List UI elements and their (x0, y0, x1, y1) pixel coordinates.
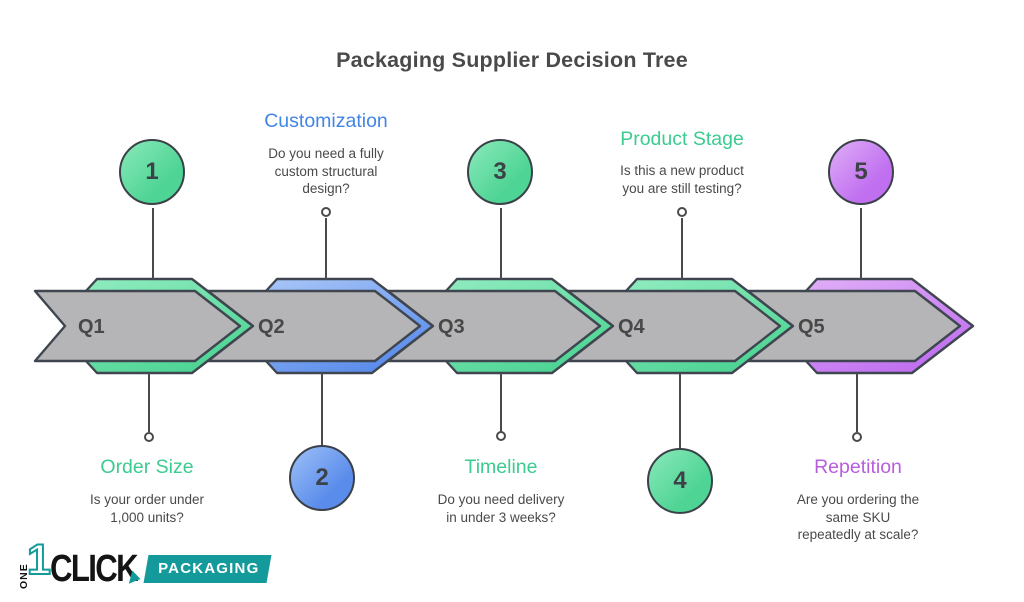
connector-ring-order-size (144, 432, 154, 442)
connector-ring-product-stage (677, 207, 687, 217)
logo-one-block: 1 ONE (18, 538, 52, 592)
branch-question-customization: Do you need a fully custom structural de… (268, 146, 384, 196)
connector-ring-timeline (496, 431, 506, 441)
step-circle-2: 2 (289, 445, 355, 511)
arrow-label-q1: Q1 (78, 316, 105, 338)
one-click-packaging-logo: 1 ONE CLICK PACKAGING (18, 538, 272, 594)
connector-line-product-stage (681, 218, 683, 280)
branch-question-product-stage: Is this a new product you are still test… (620, 163, 744, 196)
logo-click-label: CLICK (50, 548, 139, 590)
connector-line-repetition (856, 373, 858, 432)
logo-click-text: CLICK (50, 548, 142, 590)
branch-title-product-stage: Product Stage (620, 128, 744, 150)
branch-title-timeline: Timeline (464, 456, 538, 478)
connector-line-step3 (500, 208, 502, 280)
arrow-q2 (206, 289, 422, 363)
connector-line-step5 (860, 208, 862, 280)
arrow-label-q3: Q3 (438, 316, 465, 338)
connector-line-step4 (679, 373, 681, 448)
connector-ring-repetition (852, 432, 862, 442)
arrow-q4 (566, 289, 782, 363)
connector-line-order-size (148, 373, 150, 432)
connector-line-timeline (500, 373, 502, 432)
connector-line-customization (325, 218, 327, 280)
arrow-label-q5: Q5 (798, 316, 825, 338)
branch-question-repetition: Are you ordering the same SKU repeatedly… (796, 492, 920, 542)
step-circle-4: 4 (647, 448, 713, 514)
step-circle-3: 3 (467, 139, 533, 205)
arrow-q1 (33, 289, 242, 363)
cursor-icon (128, 570, 142, 588)
branch-question-order-size: Is your order under 1,000 units? (89, 492, 205, 525)
branch-title-order-size: Order Size (100, 456, 194, 478)
page-title: Packaging Supplier Decision Tree (336, 48, 688, 72)
branch-title-customization: Customization (264, 110, 388, 132)
step-circle-1: 1 (119, 139, 185, 205)
logo-packaging-text: PACKAGING (158, 560, 260, 577)
branch-title-repetition: Repetition (814, 456, 902, 478)
logo-packaging-plate: PACKAGING (143, 555, 272, 583)
arrow-label-q2: Q2 (258, 316, 285, 338)
step-circle-5: 5 (828, 139, 894, 205)
connector-line-step1 (152, 208, 154, 280)
logo-numeral-1: 1 (26, 536, 52, 584)
connector-ring-customization (321, 207, 331, 217)
arrow-label-q4: Q4 (618, 316, 646, 338)
arrow-q5 (746, 289, 962, 363)
arrow-q3 (386, 289, 602, 363)
branch-question-timeline: Do you need delivery in under 3 weeks? (437, 492, 565, 525)
connector-line-step2 (321, 373, 323, 445)
logo-one-text: ONE (18, 563, 30, 589)
